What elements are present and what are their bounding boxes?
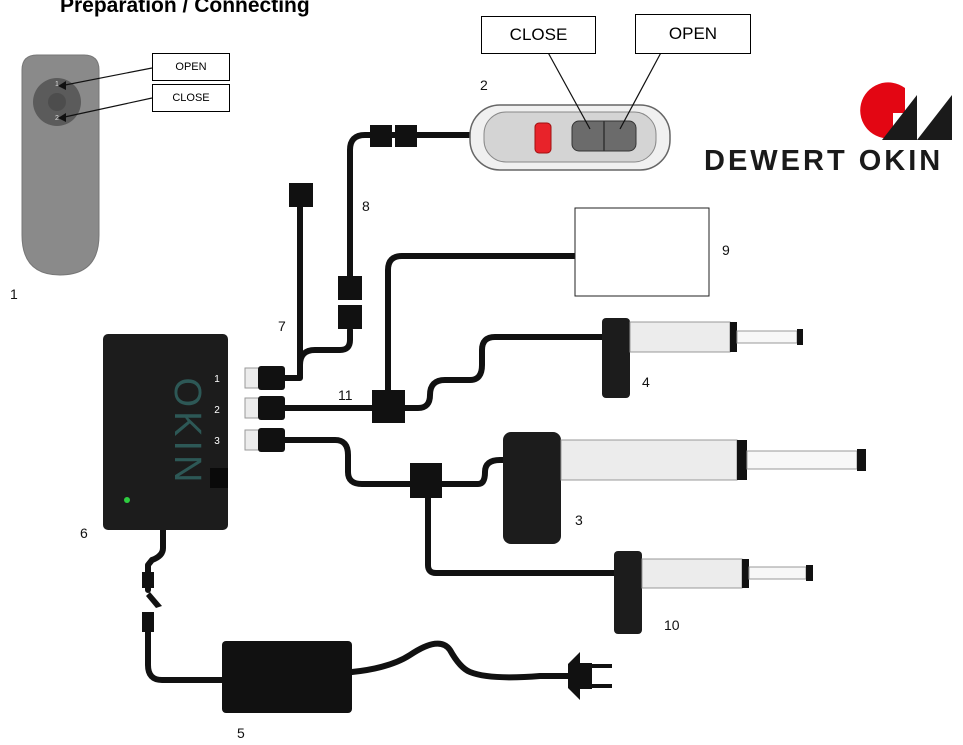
actuator-3 xyxy=(503,432,866,544)
number-1: 1 xyxy=(10,286,18,302)
number-6: 6 xyxy=(80,525,88,541)
connector-11 xyxy=(372,390,405,423)
dewert-okin-logo: DEWERT OKIN xyxy=(704,82,952,177)
connector-power-split xyxy=(146,592,162,608)
connector-8a xyxy=(370,125,392,147)
status-led xyxy=(124,497,130,503)
connector-splitter-3 xyxy=(410,463,442,498)
cables xyxy=(145,132,618,683)
handset-close-label: CLOSE xyxy=(481,16,596,54)
actuator-4 xyxy=(602,318,803,398)
cable-9 xyxy=(385,253,578,393)
cable-port-3 xyxy=(282,437,415,487)
svg-text:1: 1 xyxy=(55,81,59,88)
device-9-box xyxy=(574,207,710,297)
connector-power-a xyxy=(142,572,154,588)
actuator-10 xyxy=(614,551,813,634)
handset xyxy=(469,46,671,171)
handset-close-pointer xyxy=(544,46,591,130)
cable-3 xyxy=(439,457,510,487)
connector-8c xyxy=(338,276,362,300)
control-box-socket xyxy=(210,468,228,488)
handset-led xyxy=(534,122,552,154)
port-label-2: 2 xyxy=(214,405,220,416)
control-box: OKIN 1 2 3 xyxy=(103,334,285,530)
connectors xyxy=(142,125,442,632)
number-8: 8 xyxy=(362,198,370,214)
cable-8 xyxy=(347,132,473,283)
remote-control: 1 2 xyxy=(21,54,153,276)
remote-center-button xyxy=(48,93,66,111)
logo-wordmark: DEWERT OKIN xyxy=(704,145,943,177)
svg-text:2: 2 xyxy=(55,115,59,122)
number-4: 4 xyxy=(642,374,650,390)
handset-open-label: OPEN xyxy=(635,14,751,54)
handset-open-pointer xyxy=(619,46,665,130)
cable-10 xyxy=(425,495,618,576)
cable-4 xyxy=(402,334,608,411)
power-supply xyxy=(222,641,352,713)
open-pointer xyxy=(59,67,153,87)
diagram-title: Preparation / Connecting xyxy=(60,0,310,17)
mains-plug xyxy=(568,652,612,700)
number-10: 10 xyxy=(664,617,680,633)
connector-8d xyxy=(338,305,362,329)
port-label-3: 3 xyxy=(214,436,220,447)
number-2: 2 xyxy=(480,77,488,93)
cable-power-top xyxy=(145,525,166,593)
number-7: 7 xyxy=(278,318,286,334)
number-9: 9 xyxy=(722,242,730,258)
control-box-brand: OKIN xyxy=(166,378,208,487)
cable-mains xyxy=(349,640,573,681)
port-label-1: 1 xyxy=(214,374,220,385)
close-pointer xyxy=(59,97,153,119)
remote-close-label: CLOSE xyxy=(152,84,230,112)
remote-open-label: OPEN xyxy=(152,53,230,81)
number-11: 11 xyxy=(338,387,353,403)
number-5: 5 xyxy=(237,725,245,741)
number-3: 3 xyxy=(575,512,583,528)
logo-red-mark xyxy=(860,82,905,139)
connector-power-b xyxy=(142,612,154,632)
connector-8b xyxy=(395,125,417,147)
connector-7-end xyxy=(289,183,313,207)
cable-8-lower xyxy=(282,327,353,381)
cable-power-low xyxy=(145,627,225,683)
